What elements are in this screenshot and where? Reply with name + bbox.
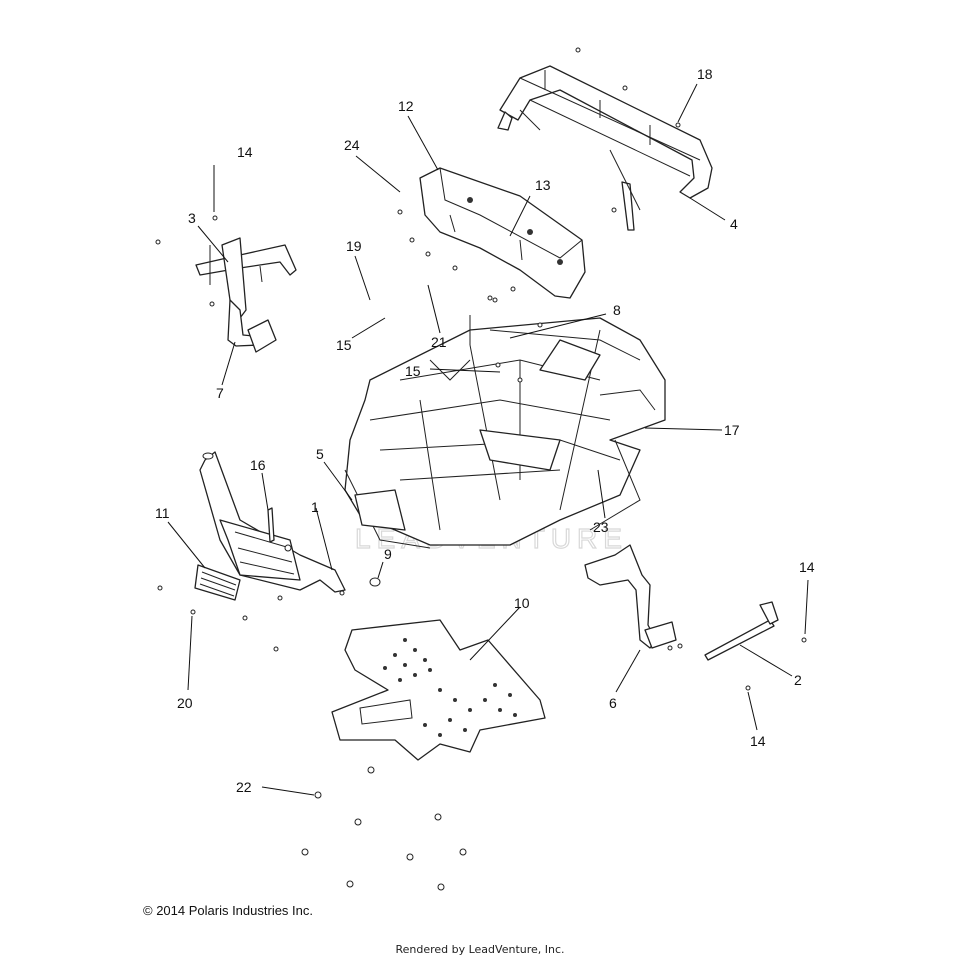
callout-15a: 15: [336, 337, 352, 353]
callout-7: 7: [216, 385, 224, 401]
callout-10: 10: [514, 595, 530, 611]
callout-6: 6: [609, 695, 617, 711]
rear-cargo-rack: [497, 47, 713, 231]
callout-23: 23: [593, 519, 609, 535]
leader-lines: [167, 83, 809, 796]
copyright-text: © 2014 Polaris Industries Inc.: [143, 903, 313, 918]
part-9-cap: [369, 577, 381, 587]
callout-9: 9: [384, 546, 392, 562]
right-brace-bar: [704, 601, 807, 691]
callout-3: 3: [188, 210, 196, 226]
skid-plate: [331, 619, 546, 761]
callout-24: 24: [344, 137, 360, 153]
callout-5: 5: [316, 446, 324, 462]
callout-16: 16: [250, 457, 266, 473]
callout-11: 11: [155, 505, 170, 521]
callout-19: 19: [346, 238, 362, 254]
callout-1: 1: [311, 499, 319, 515]
front-cross-panel: [397, 167, 586, 301]
callout-13: 13: [535, 177, 551, 193]
callout-14b: 14: [799, 559, 815, 575]
callout-22: 22: [236, 779, 252, 795]
right-step-assembly: [584, 544, 683, 651]
callout-14a: 14: [237, 144, 253, 160]
rendered-by-text: Rendered by LeadVenture, Inc.: [395, 943, 565, 956]
fastener-group: [301, 766, 467, 891]
callout-12: 12: [398, 98, 414, 114]
callout-8: 8: [613, 302, 621, 318]
callout-4: 4: [730, 216, 738, 232]
main-chassis-frame: [344, 297, 666, 549]
left-step-assembly: [155, 215, 297, 353]
callout-labels: 18 12 24 13 4 14 3 19 15 21 8 7 15 17 5 …: [155, 66, 815, 795]
front-bumper: [199, 451, 346, 652]
grille-plate: [157, 564, 241, 615]
callout-2: 2: [794, 672, 802, 688]
callout-21: 21: [431, 334, 447, 350]
callout-18: 18: [697, 66, 713, 82]
callout-17: 17: [724, 422, 740, 438]
callout-14c: 14: [750, 733, 766, 749]
callout-20: 20: [177, 695, 193, 711]
callout-15b: 15: [405, 363, 421, 379]
